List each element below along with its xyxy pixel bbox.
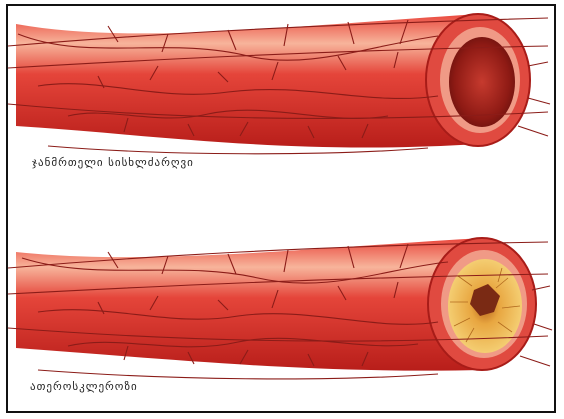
healthy-vessel-lumen: [449, 37, 515, 127]
atherosclerotic-vessel: [8, 238, 552, 379]
healthy-vessel: [8, 14, 550, 154]
healthy-vessel-caption: ჯანმრთელი სისხლძარღვი: [32, 156, 194, 169]
illustration-frame: ჯანმრთელი სისხლძარღვი ათეროსკლეროზი: [6, 4, 556, 413]
healthy-vessel-body: [16, 14, 478, 148]
atherosclerosis-caption: ათეროსკლეროზი: [30, 380, 138, 393]
atherosclerotic-vessel-body: [16, 238, 483, 371]
artery-illustration: [8, 6, 558, 415]
